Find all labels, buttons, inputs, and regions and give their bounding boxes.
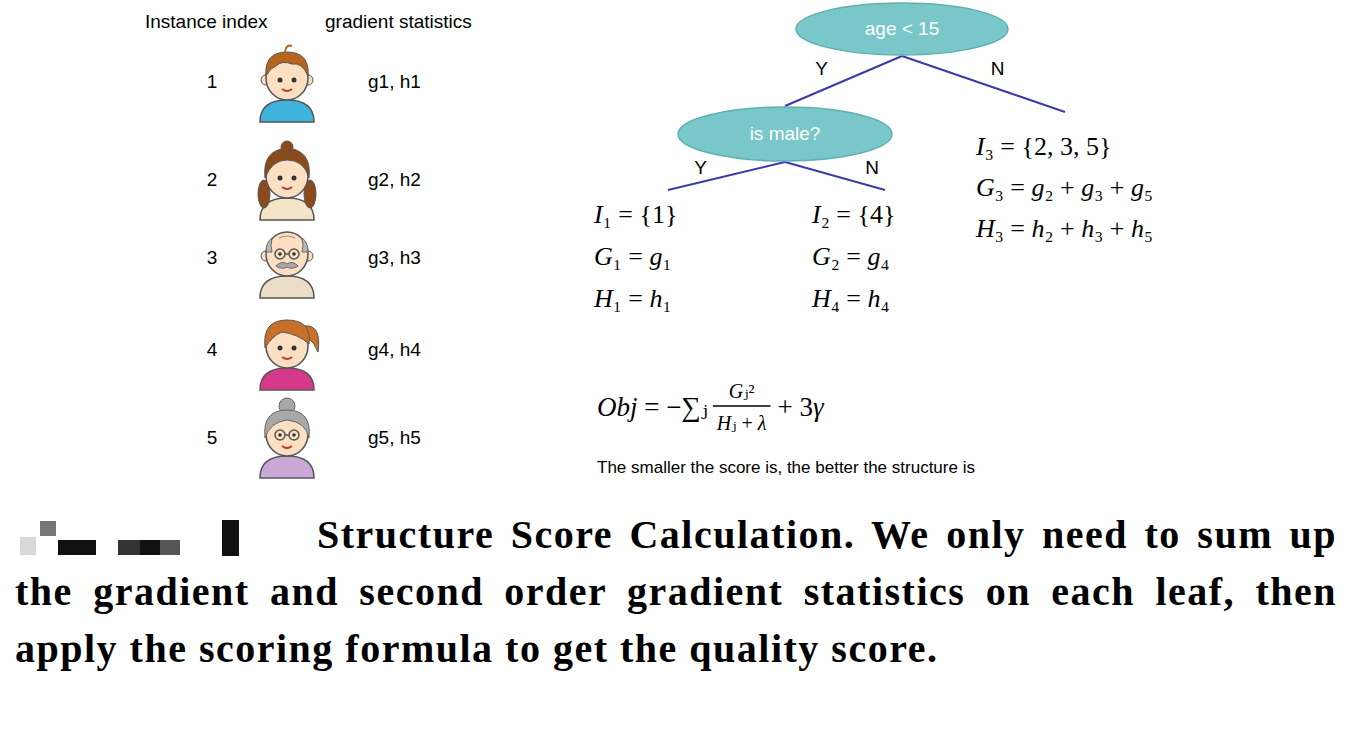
math-run: H [812, 284, 831, 313]
math-run: h [868, 284, 881, 313]
formula-part: + 3γ [778, 392, 824, 423]
math-run: G [812, 242, 831, 271]
math-run: h [650, 284, 663, 313]
leaf-statistic: H₁ = h₁ [594, 278, 677, 320]
fraction-bar [713, 405, 771, 406]
math-run: h [1081, 214, 1094, 243]
leaf-block: I₃ = {2, 3, 5}G₃ = g₂ + g₃ + g₅H₃ = h₂ +… [970, 112, 1159, 253]
math-run: + 3 [778, 392, 813, 422]
gradient-pair: g1, h1 [368, 71, 421, 93]
math-run: ₁ = [613, 242, 650, 271]
instance-index: 4 [207, 339, 218, 361]
person-icon [260, 320, 319, 390]
instance-index: 1 [207, 71, 218, 93]
note-text: The smaller the score is, the better the… [597, 458, 975, 478]
decision-text: age < 15 [865, 18, 940, 40]
leaf-statistic: I₁ = {1} [594, 194, 677, 236]
decision-ellipse: age < 15 [795, 2, 1009, 56]
leaf-block: I₁ = {1}G₁ = g₁H₁ = h₁ [588, 190, 683, 324]
leaf-statistic: G₁ = g₁ [594, 236, 677, 278]
math-run: ₅ [1144, 214, 1153, 243]
math-run: = −∑ⱼ [638, 392, 708, 422]
math-run: ₁ = {1} [603, 200, 678, 229]
math-run: ₂ = [831, 242, 868, 271]
math-run: ₃ + [1094, 173, 1131, 202]
column-header: Instance index [145, 11, 268, 33]
math-run: H [976, 214, 995, 243]
math-run: ₁ [663, 242, 672, 271]
math-run: ₂ = {4} [821, 200, 896, 229]
branch-label: Y [692, 157, 709, 179]
redacted-figure-number [20, 520, 239, 556]
person-icon [260, 398, 314, 478]
math-run: ⱼ + [731, 412, 758, 434]
tree-branch [785, 56, 902, 106]
person-icon [258, 141, 316, 220]
math-run: h [1032, 214, 1045, 243]
person-icon [260, 232, 314, 298]
math-run: I [812, 200, 821, 229]
instance-index: 2 [207, 169, 218, 191]
math-run: ₃ = [995, 214, 1032, 243]
formula-numerator: Gⱼ² [729, 379, 755, 403]
math-run: g [1032, 173, 1045, 202]
math-run: ₃ = [995, 173, 1032, 202]
math-run: g [1131, 173, 1144, 202]
math-run: ₂ + [1045, 214, 1082, 243]
math-run: ₃ = {2, 3, 5} [985, 132, 1112, 161]
math-run: g [1081, 173, 1094, 202]
tree-branch [668, 162, 785, 190]
math-run: ₅ [1144, 173, 1153, 202]
tree-branch [902, 56, 1065, 112]
math-run: γ [813, 392, 824, 422]
leaf-statistic: G₂ = g₄ [812, 236, 895, 278]
leaf-statistic: I₂ = {4} [812, 194, 895, 236]
column-header: gradient statistics [325, 11, 472, 33]
math-run: ₄ = [831, 284, 868, 313]
formula-part: Obj = −∑ⱼ [597, 391, 708, 423]
math-run: G [594, 242, 613, 271]
decision-ellipse: is male? [677, 106, 893, 162]
math-run: G [976, 173, 995, 202]
ellipse-shape [796, 3, 1008, 55]
math-run: G [729, 380, 743, 402]
math-run: I [594, 200, 603, 229]
math-run: ₁ [663, 284, 672, 313]
math-run: H [594, 284, 613, 313]
gradient-pair: g5, h5 [368, 427, 421, 449]
leaf-statistic: H₃ = h₂ + h₃ + h₅ [976, 208, 1153, 249]
instance-index: 3 [207, 247, 218, 269]
gradient-pair: g4, h4 [368, 339, 421, 361]
formula-denominator: Hⱼ + λ [717, 411, 767, 435]
math-run: ₁ = [613, 284, 650, 313]
ellipse-shape [678, 107, 892, 161]
math-run: ₃ + [1094, 214, 1131, 243]
math-run: λ [758, 412, 767, 434]
leaf-block: I₂ = {4}G₂ = g₄H₄ = h₄ [806, 190, 901, 324]
math-run: H [717, 412, 731, 434]
decision-text: is male? [750, 123, 821, 145]
math-run: ₄ [881, 242, 890, 271]
math-run: ⱼ² [743, 380, 754, 402]
math-run: I [976, 132, 985, 161]
leaf-statistic: I₃ = {2, 3, 5} [976, 126, 1153, 167]
branch-label: N [863, 157, 881, 179]
instance-index: 5 [207, 427, 218, 449]
leaf-statistic: H₄ = h₄ [812, 278, 895, 320]
math-run: g [868, 242, 881, 271]
figure-caption: Structure Score Calculation. We only nee… [15, 506, 1337, 677]
gradient-pair: g2, h2 [368, 169, 421, 191]
gradient-pair: g3, h3 [368, 247, 421, 269]
branch-label: Y [813, 58, 830, 80]
math-run: ₂ + [1045, 173, 1082, 202]
math-run: ₄ [881, 284, 890, 313]
branch-label: N [989, 58, 1007, 80]
math-run: h [1131, 214, 1144, 243]
math-run: Obj [597, 392, 638, 422]
leaf-statistic: G₃ = g₂ + g₃ + g₅ [976, 167, 1153, 208]
person-icon [260, 46, 314, 122]
math-run: g [650, 242, 663, 271]
